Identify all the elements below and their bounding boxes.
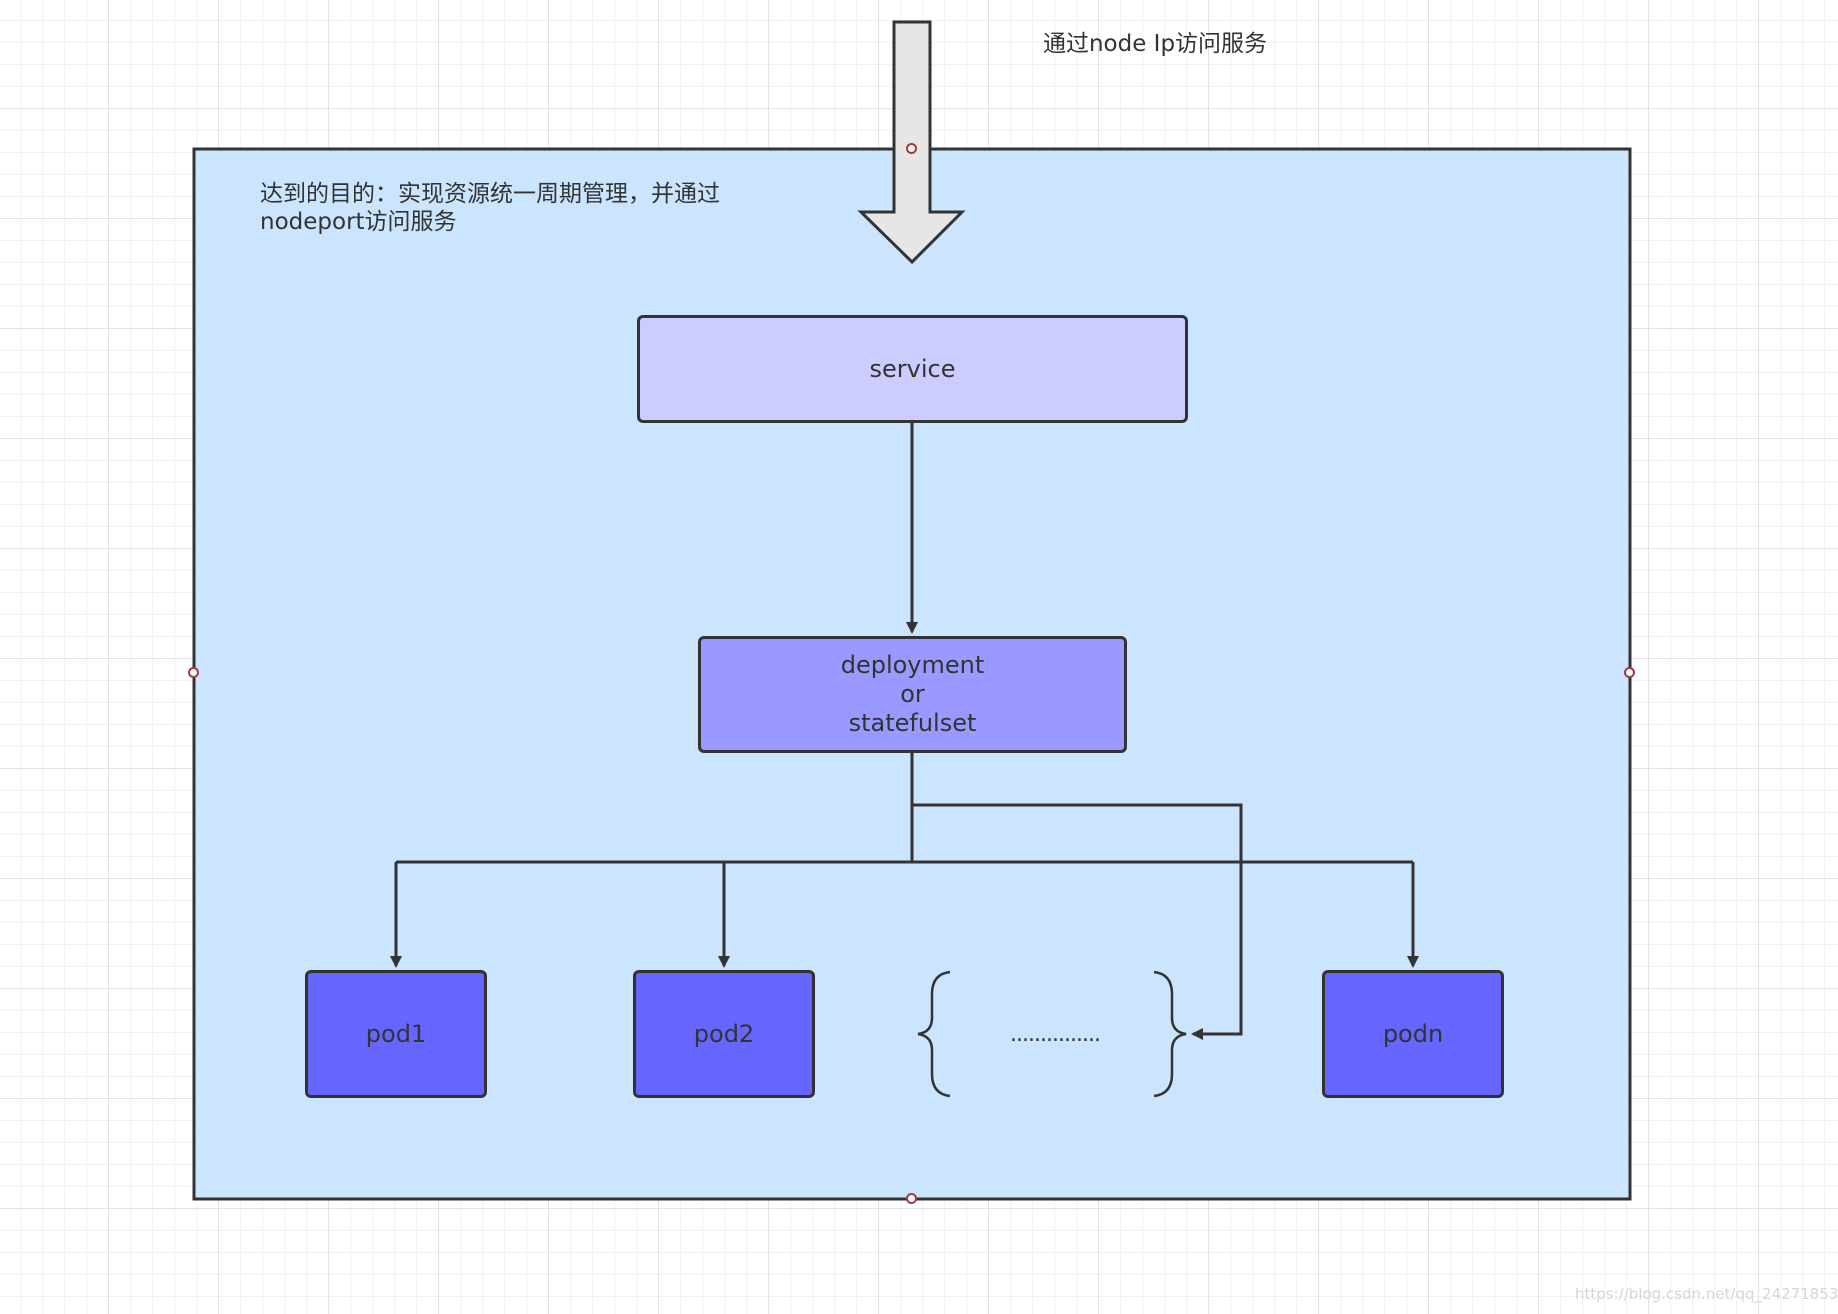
- left-brace: [917, 970, 951, 1098]
- podn-label: podn: [1382, 1020, 1444, 1048]
- deployment-label-line1: deployment: [840, 651, 985, 679]
- selection-handle-bottom[interactable]: [906, 1193, 917, 1204]
- deployment-label-line2: or: [900, 680, 925, 708]
- entry-arrow[interactable]: [857, 20, 966, 265]
- selection-handle-right[interactable]: [1624, 667, 1635, 678]
- watermark: https://blog.csdn.net/qq_24271853: [1575, 1285, 1838, 1303]
- ellipsis-pods: ...............: [1010, 1022, 1101, 1047]
- connector-to-ellipsis: [912, 803, 1243, 1040]
- top-note: 通过node Ip访问服务: [1042, 31, 1268, 57]
- selection-handle-left[interactable]: [188, 667, 199, 678]
- goal-note-line2: nodeport访问服务: [260, 209, 457, 235]
- pod2-label: pod2: [693, 1020, 755, 1048]
- pod2-node[interactable]: pod2: [633, 970, 815, 1098]
- selection-handle-arrow[interactable]: [906, 143, 917, 154]
- service-node[interactable]: service: [637, 315, 1188, 423]
- goal-note-line1: 达到的目的：实现资源统一周期管理，并通过: [260, 181, 720, 207]
- right-brace: [1153, 970, 1187, 1098]
- pod1-node[interactable]: pod1: [305, 970, 487, 1098]
- pod1-label: pod1: [365, 1020, 427, 1048]
- service-label: service: [869, 355, 956, 383]
- goal-note: 达到的目的：实现资源统一周期管理，并通过 nodeport访问服务: [260, 180, 780, 236]
- podn-node[interactable]: podn: [1322, 970, 1504, 1098]
- deployment-node[interactable]: deployment or statefulset: [698, 636, 1127, 753]
- deployment-label-line3: statefulset: [848, 709, 977, 737]
